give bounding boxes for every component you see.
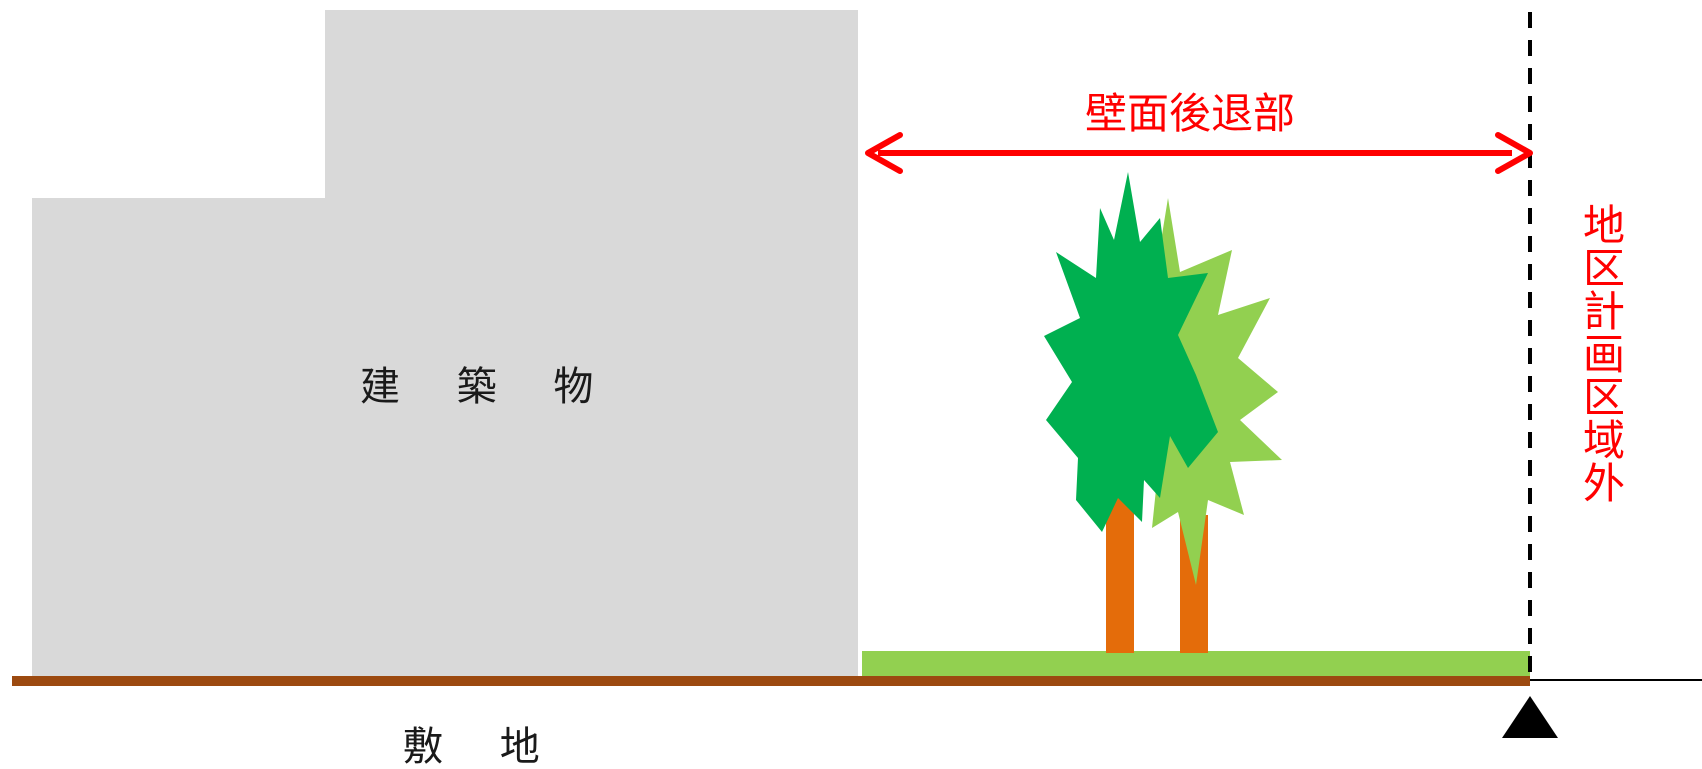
building-label: 建 築 物 — [360, 364, 615, 410]
setback-arrow-head-left — [865, 132, 903, 174]
ground-line — [12, 676, 1530, 686]
outside-area-char: 区 — [1583, 373, 1625, 422]
outside-area-char: 区 — [1583, 244, 1625, 293]
outside-area-char: 計 — [1583, 287, 1625, 336]
boundary-marker-triangle — [1502, 696, 1558, 738]
building-block — [32, 10, 858, 676]
outside-area-char: 画 — [1583, 330, 1625, 379]
outside-area-char: 域 — [1583, 416, 1625, 465]
outside-area-label: 地 区 計 画 区 域 外 — [1583, 201, 1625, 508]
outside-area-char: 地 — [1583, 201, 1625, 250]
site-label: 敷 地 — [403, 724, 562, 769]
setback-label: 壁面後退部 — [1085, 89, 1295, 138]
outside-area-char: 外 — [1583, 459, 1625, 508]
setback-arrow-head-right — [1495, 132, 1533, 174]
tree-trunk-front — [1106, 490, 1134, 653]
lawn-strip — [862, 651, 1530, 676]
tree-crown-front — [1044, 172, 1218, 532]
